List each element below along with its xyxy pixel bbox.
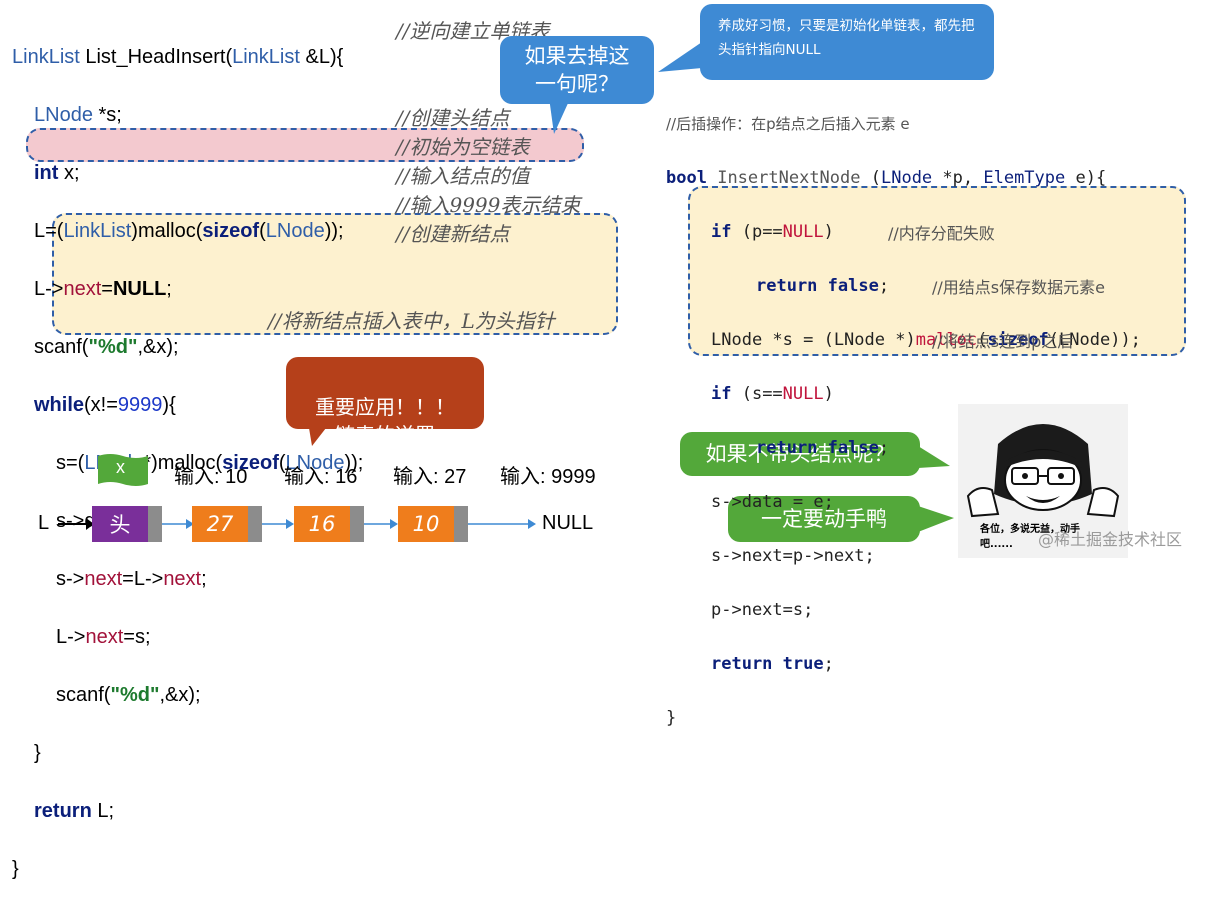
- do-it-text: 一定要动手鸭: [761, 507, 887, 531]
- list-node: 16: [294, 506, 364, 542]
- arrow-icon: [162, 519, 194, 529]
- bubble-tail: [918, 506, 954, 532]
- bubble-tail: [918, 446, 950, 468]
- left-code-line: while(x!=9999){: [34, 394, 176, 416]
- left-code-line: LNode *s;: [34, 104, 122, 126]
- right-code-line: bool InsertNextNode (LNode *p, ElemType …: [666, 168, 1107, 188]
- right-code-comment: //后插操作：在p结点之后插入元素 e: [666, 115, 910, 133]
- left-code-line: scanf("%d",&x);: [56, 684, 201, 706]
- right-code-line: if (p==NULL): [711, 222, 834, 242]
- input-label: 输入: 27: [393, 466, 467, 488]
- left-code-line: }: [12, 858, 19, 880]
- arrow-icon: [468, 519, 536, 529]
- null-label: NULL: [542, 512, 594, 534]
- left-code-line: LinkList List_HeadInsert(LinkList &L){: [12, 46, 344, 68]
- important-text: 重要应用！！！ 链表的逆置: [315, 395, 455, 447]
- right-comment: //内存分配失败: [888, 224, 995, 243]
- right-code-line: s->data = e;: [711, 492, 834, 512]
- left-comment: //输入9999表示结束: [396, 193, 581, 217]
- right-code-line: if (s==NULL): [711, 384, 834, 404]
- remove-question-bubble: 如果去掉这一句呢？: [500, 36, 654, 104]
- left-comment: //创建新结点: [396, 222, 510, 246]
- habit-tip-text: 养成好习惯，只要是初始化单链表，都先把头指针指向NULL: [718, 18, 975, 58]
- arrow-icon: [364, 519, 398, 529]
- node-pointer: [454, 506, 468, 542]
- node-value: 27: [192, 506, 248, 542]
- right-code-line: }: [666, 708, 677, 728]
- input-label: 输入: 9999: [500, 466, 596, 488]
- important-bubble: 重要应用！！！ 链表的逆置: [286, 357, 484, 447]
- list-node: 27: [192, 506, 262, 542]
- right-code-line: p->next=s;: [711, 600, 814, 620]
- head-pointer-label: L: [38, 512, 50, 534]
- list-node: 10: [398, 506, 468, 542]
- left-code-line: int x;: [34, 162, 80, 184]
- left-code-line: L->next=s;: [56, 626, 151, 648]
- meme-panel: 各位，多说无益，动手吧......: [958, 404, 1128, 558]
- right-code-line: return false;: [756, 276, 890, 296]
- node-pointer: [248, 506, 262, 542]
- right-code-line: return false;: [756, 438, 890, 458]
- highlight-alloc-block: [688, 186, 1186, 356]
- list-node-head: 头: [92, 506, 162, 542]
- left-code-line: s->next=L->next;: [56, 568, 207, 590]
- highlight-null-line: [26, 128, 584, 162]
- x-flag-icon: [98, 454, 148, 486]
- input-label: 输入: 16: [284, 466, 358, 488]
- right-code-line: return true;: [711, 654, 834, 674]
- x-flag-label: x: [116, 457, 125, 477]
- left-comment: //初始为空链表: [396, 135, 530, 159]
- input-label: 输入: 10: [174, 466, 248, 488]
- remove-question-text: 如果去掉这一句呢？: [524, 44, 630, 96]
- bubble-tail: [658, 42, 702, 72]
- left-code-line: L=(LinkList)malloc(sizeof(LNode));: [34, 220, 344, 242]
- node-value: 头: [92, 506, 148, 542]
- left-comment: //创建头结点: [396, 106, 510, 130]
- left-code-line: L->next=NULL;: [34, 278, 172, 300]
- left-comment: //输入结点的值: [396, 164, 530, 188]
- left-code-line: scanf("%d",&x);: [34, 336, 179, 358]
- right-code-line: LNode *s = (LNode *)malloc(sizeof(LNode)…: [711, 330, 1141, 350]
- node-pointer: [350, 506, 364, 542]
- left-code-line: return L;: [34, 800, 115, 822]
- right-comment: //用结点s保存数据元素e: [932, 278, 1105, 297]
- no-head-text: 如果不带头结点呢？: [705, 442, 895, 466]
- no-head-bubble: 如果不带头结点呢？: [680, 432, 920, 476]
- node-value: 16: [294, 506, 350, 542]
- meme-face-icon: [966, 424, 1120, 518]
- arrow-icon: [58, 518, 94, 530]
- node-pointer: [148, 506, 162, 542]
- node-value: 10: [398, 506, 454, 542]
- left-code-line: }: [34, 742, 41, 764]
- do-it-bubble: 一定要动手鸭: [728, 496, 920, 542]
- habit-tip-bubble: 养成好习惯，只要是初始化单链表，都先把头指针指向NULL: [700, 4, 994, 80]
- left-comment: //将新结点插入表中，L为头指针: [268, 309, 555, 333]
- arrow-icon: [262, 519, 294, 529]
- watermark: @稀土掘金技术社区: [1038, 530, 1183, 549]
- right-comment: //将结点s连到p之后: [932, 332, 1074, 351]
- right-code-line: s->next=p->next;: [711, 546, 875, 566]
- meme-caption: 各位，多说无益，动手吧......: [980, 524, 1080, 550]
- highlight-loop-body: [52, 213, 618, 335]
